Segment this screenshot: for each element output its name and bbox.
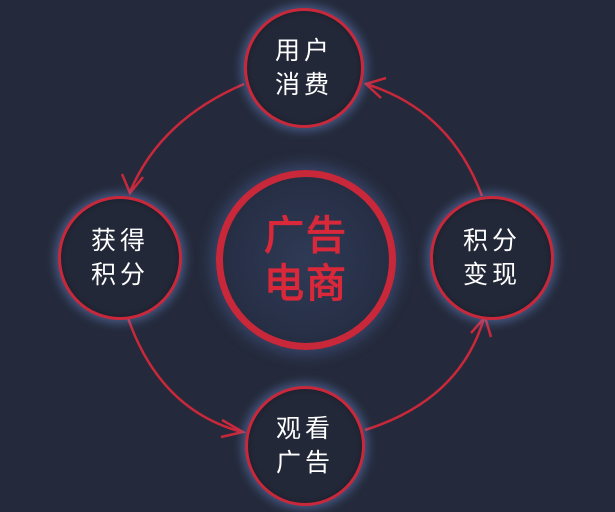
arrow-right-to-top [365, 82, 484, 197]
center-label-line1: 广告 [264, 213, 348, 259]
arrowhead-top-to-left [120, 173, 144, 196]
node-user-consumption: 用户 消费 [244, 8, 364, 128]
node-top-line1: 用户 [274, 36, 333, 65]
arrowhead-right-to-top [363, 76, 387, 99]
node-left-line1: 获得 [90, 226, 149, 255]
node-bottom-line1: 观看 [275, 414, 334, 443]
arrow-left-to-bottom [126, 317, 243, 434]
arrowhead-left-to-bottom [220, 418, 247, 439]
node-points-cashout: 积分 变现 [430, 196, 554, 320]
center-label-line2: 电商 [264, 261, 348, 307]
node-watch-ads: 观看 广告 [245, 386, 365, 506]
node-right-line1: 积分 [462, 226, 521, 255]
node-bottom-line2: 广告 [275, 448, 334, 477]
node-right-line2: 变现 [462, 260, 521, 289]
node-top-line2: 消费 [274, 70, 333, 99]
arrow-top-to-left [128, 82, 245, 193]
arrow-bottom-to-right [364, 317, 486, 432]
node-earn-points: 获得 积分 [58, 196, 182, 320]
node-left-line2: 积分 [90, 260, 149, 289]
center-hub: 广告 电商 [216, 170, 396, 350]
